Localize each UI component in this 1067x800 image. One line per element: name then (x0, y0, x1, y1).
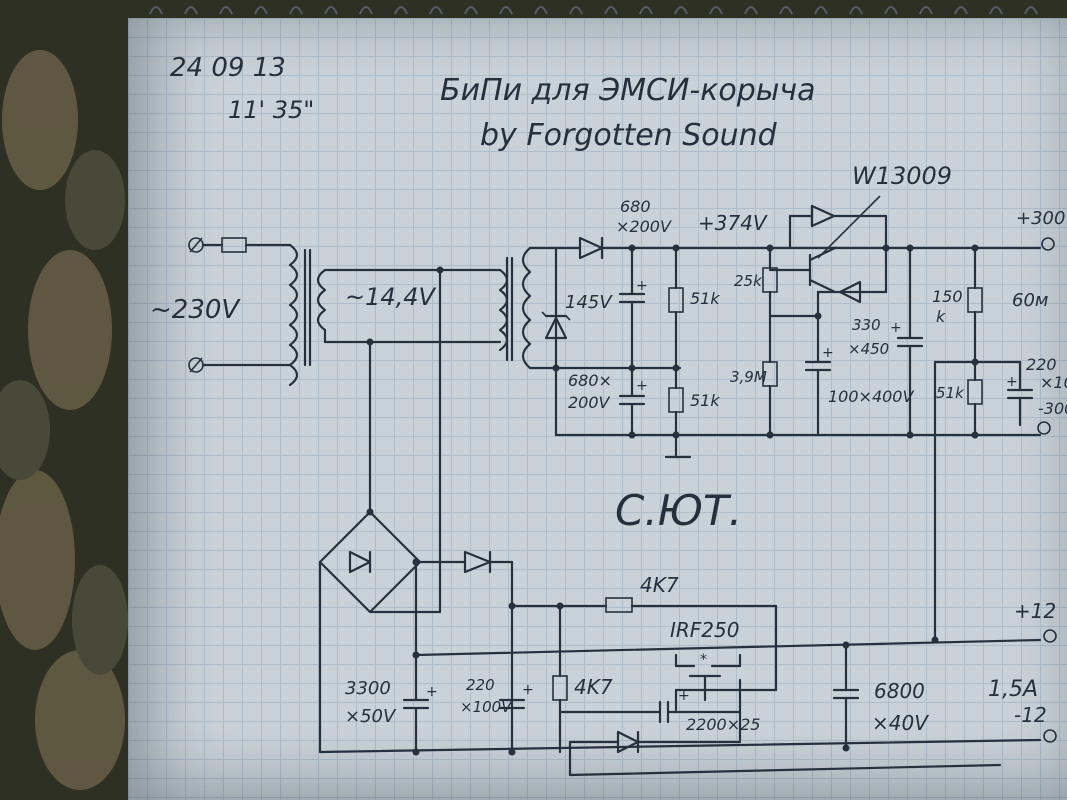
transistor-label: W13009 (852, 162, 952, 190)
hv-resistors (664, 244, 692, 459)
cap-220-label: 220×100V (460, 676, 513, 716)
lv-filter: + + (318, 597, 1042, 756)
out-plus300-label: +300 (1016, 208, 1065, 229)
svg-text:*: * (700, 652, 707, 668)
out-minus12-label: -12 (1014, 703, 1047, 727)
mains-voltage-label: ~230V (150, 295, 241, 325)
ms-60-label: 60м (1012, 290, 1048, 311)
hv-output: + + (890, 237, 1055, 642)
transformer-2 (366, 246, 558, 614)
r-4k7-top-label: 4K7 (640, 573, 679, 597)
zener-145-label: 145V (565, 292, 613, 313)
hv-caps: + + (618, 244, 648, 439)
cap-220-right-label: 220×10 (1026, 355, 1067, 392)
out-minus300-label: -300 (1038, 399, 1067, 418)
current-label: 1,5A (988, 677, 1038, 702)
fuse (221, 237, 247, 253)
hv-rectifier (541, 236, 1042, 437)
svg-text:+: + (890, 320, 902, 336)
bridge-rectifier (318, 508, 514, 754)
cap-100-label: 100×400V (828, 387, 914, 406)
transformer-1 (288, 243, 502, 387)
title-line1: БиПи для ЭМСИ-корыча (440, 73, 816, 108)
svg-text:+: + (1006, 374, 1018, 390)
spiral-binding (149, 6, 1038, 15)
r-4k7-mid-label: 4K7 (574, 675, 613, 699)
voltage-374-label: +374V (698, 211, 768, 235)
signature: С.ЮТ. (615, 486, 742, 535)
cap-680-bot-label: 680×200V (568, 371, 612, 412)
svg-text:+: + (678, 688, 690, 704)
svg-text:+: + (822, 345, 834, 361)
r-25k-label: 25k (734, 272, 763, 290)
title-line2: by Forgotten Sound (480, 118, 778, 153)
date-text: 24 09 13 (170, 53, 286, 83)
cap-330-label: 330×450 (848, 316, 889, 358)
cap-6800-label: 6800×40V (872, 679, 929, 735)
lv-output (832, 629, 1057, 752)
r-51k-bot-label: 51k (690, 391, 720, 410)
cap-680-top-label: 680×200V (616, 197, 672, 236)
svg-text:+: + (426, 684, 438, 700)
svg-text:+: + (636, 278, 648, 294)
out-plus12-label: +12 (1014, 599, 1056, 623)
r-51k-top-label: 51k (690, 289, 720, 308)
r-39m-label: 3,9M (730, 368, 767, 386)
svg-text:+: + (636, 378, 648, 394)
r-51k-right-label: 51k (936, 384, 965, 402)
mosfet-stage: * + (558, 652, 1002, 777)
regulator-transistor: + (762, 195, 890, 439)
mains-input (188, 237, 292, 373)
cap-2200-label: 2200×25 (686, 715, 760, 734)
cap-3300-label: 3300×50V (345, 678, 397, 727)
mosfet-label: IRF250 (670, 618, 739, 642)
time-text: 11' 35" (228, 96, 314, 124)
svg-text:+: + (522, 682, 534, 698)
secondary-voltage-label: ~14,4V (345, 283, 437, 311)
